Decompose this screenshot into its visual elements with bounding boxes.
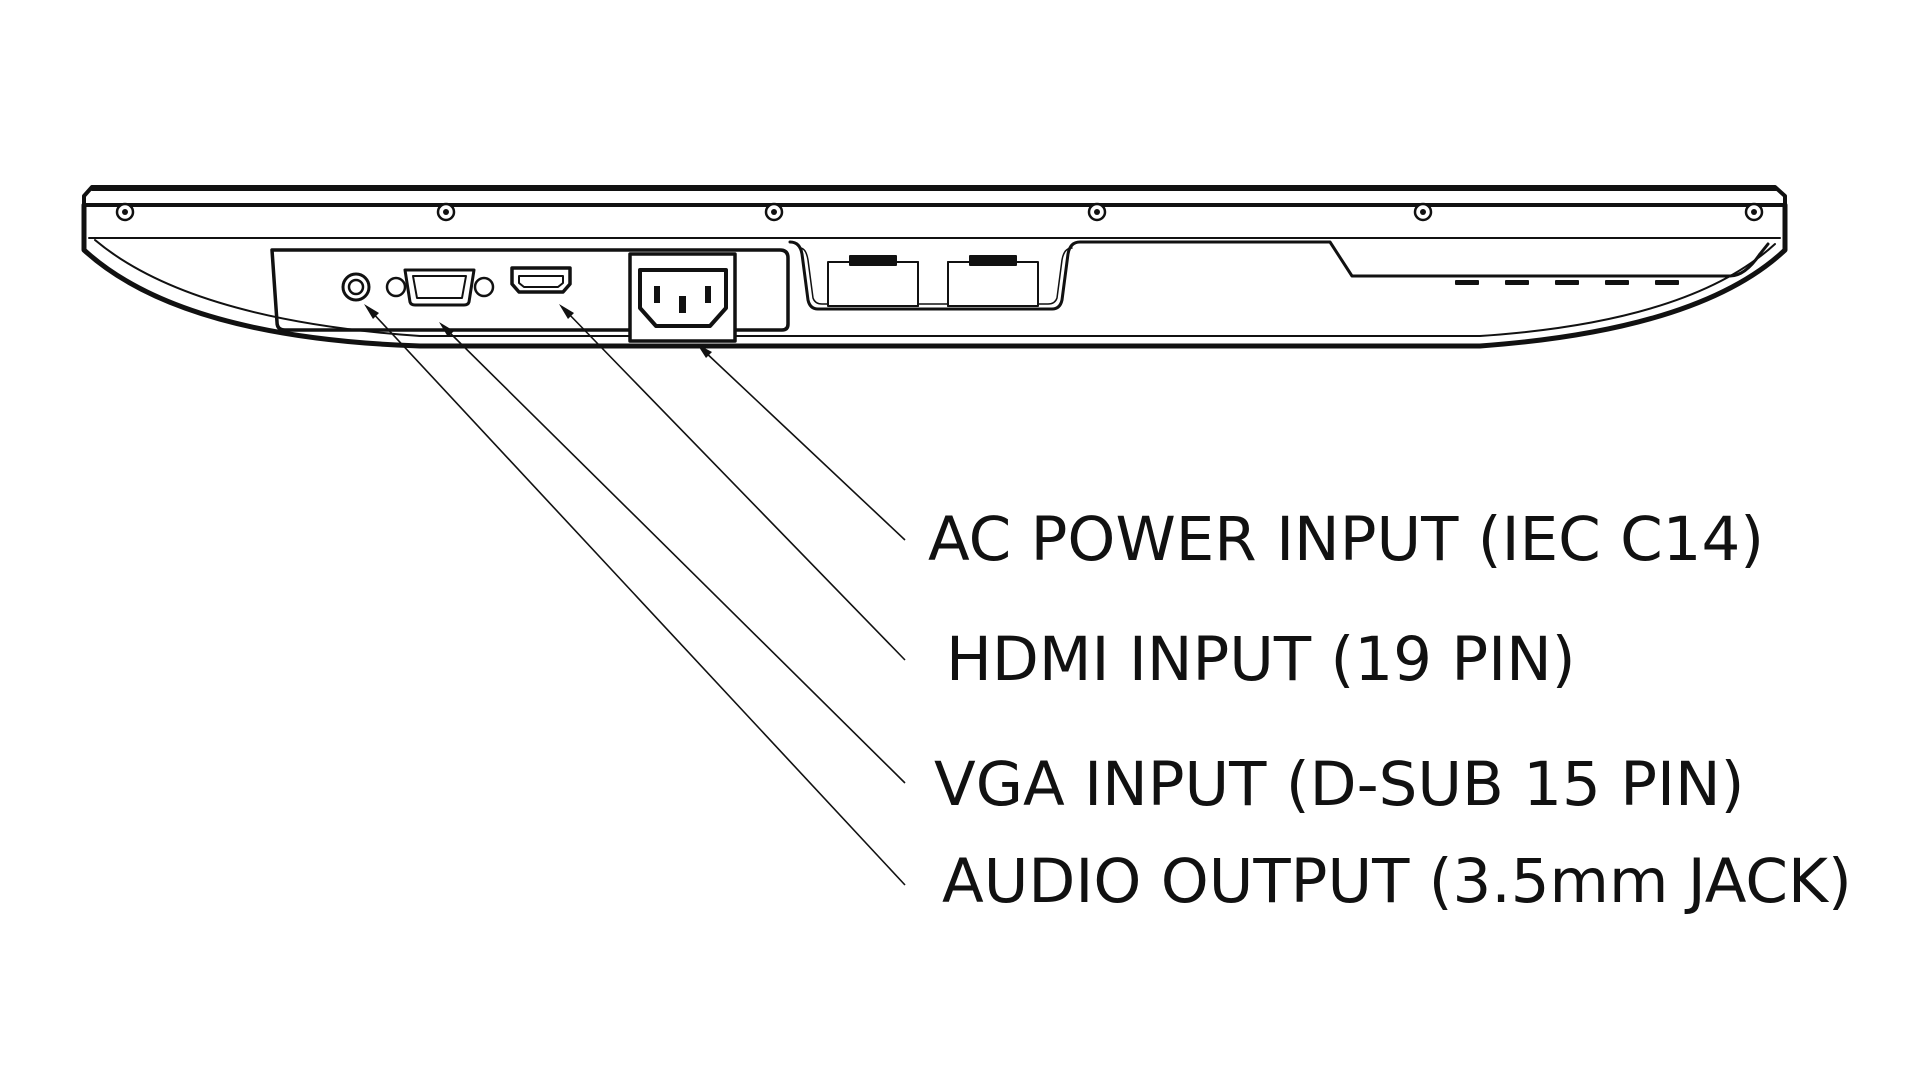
arrowhead-vga [439, 322, 454, 337]
stand-clip-left [827, 255, 919, 307]
stand-mount-inner [799, 247, 1073, 305]
screw-icon [115, 202, 135, 222]
screw-icon [436, 202, 456, 222]
leader-line-ac-power [702, 349, 906, 541]
callout-labels: AC POWER INPUT (IEC C14) HDMI INPUT (19 … [928, 504, 1852, 917]
screw-icon [1087, 202, 1107, 222]
arrowhead-audio [364, 304, 379, 319]
label-ac-power: AC POWER INPUT (IEC C14) [928, 504, 1764, 575]
ac-power-inlet-icon [628, 252, 737, 343]
bezel-screws [115, 202, 1764, 222]
label-hdmi: HDMI INPUT (19 PIN) [946, 624, 1576, 695]
stand-clip-right [947, 255, 1039, 307]
screw-icon [1413, 202, 1433, 222]
connector-panel [270, 248, 790, 332]
arrowhead-hdmi [559, 304, 574, 319]
label-audio: AUDIO OUTPUT (3.5mm JACK) [942, 846, 1852, 917]
monitor-body [81, 185, 1788, 349]
label-vga: VGA INPUT (D-SUB 15 PIN) [934, 749, 1744, 820]
leader-lines [364, 304, 906, 886]
hdmi-port-icon [510, 266, 572, 294]
screw-icon [764, 202, 784, 222]
control-buttons [1455, 280, 1679, 285]
leader-line-hdmi [564, 309, 906, 661]
audio-jack-icon [341, 272, 371, 302]
leader-line-audio [369, 309, 906, 886]
screw-icon [1744, 202, 1764, 222]
body-inner-contour [94, 239, 1776, 337]
vga-port-icon [385, 268, 495, 307]
leader-line-vga [444, 327, 906, 784]
body-outline [81, 202, 1788, 349]
arrowhead-ac-power [697, 344, 712, 358]
stand-mount-recess [788, 240, 1770, 311]
